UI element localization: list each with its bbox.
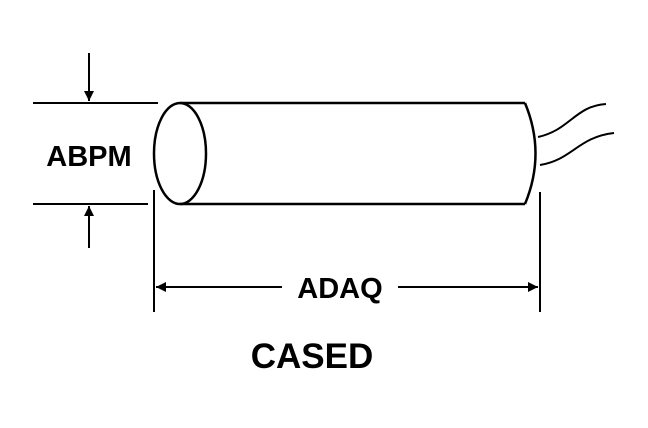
length-label: ADAQ: [297, 273, 382, 305]
cylinder: [152, 101, 537, 206]
length-dimension: [153, 190, 541, 312]
diameter-label: ABPM: [46, 141, 131, 173]
caption-label: CASED: [251, 337, 374, 376]
lead-wire-lower: [539, 132, 615, 166]
diameter-dimension: [33, 53, 158, 248]
lead-wire-upper: [537, 103, 607, 138]
cylinder-back-arc: [523, 102, 537, 205]
lead-wires: [537, 103, 615, 166]
cylinder-front-face: [152, 101, 208, 206]
